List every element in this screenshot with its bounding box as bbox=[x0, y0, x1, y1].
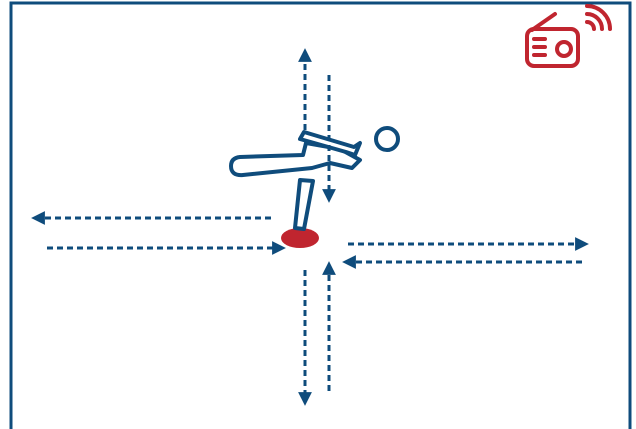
radio-icon bbox=[525, 4, 612, 68]
direction-arrows bbox=[31, 48, 589, 406]
floor-marker-icon bbox=[281, 228, 319, 248]
balancing-person-icon bbox=[229, 126, 400, 231]
diagram-frame bbox=[9, 1, 632, 429]
